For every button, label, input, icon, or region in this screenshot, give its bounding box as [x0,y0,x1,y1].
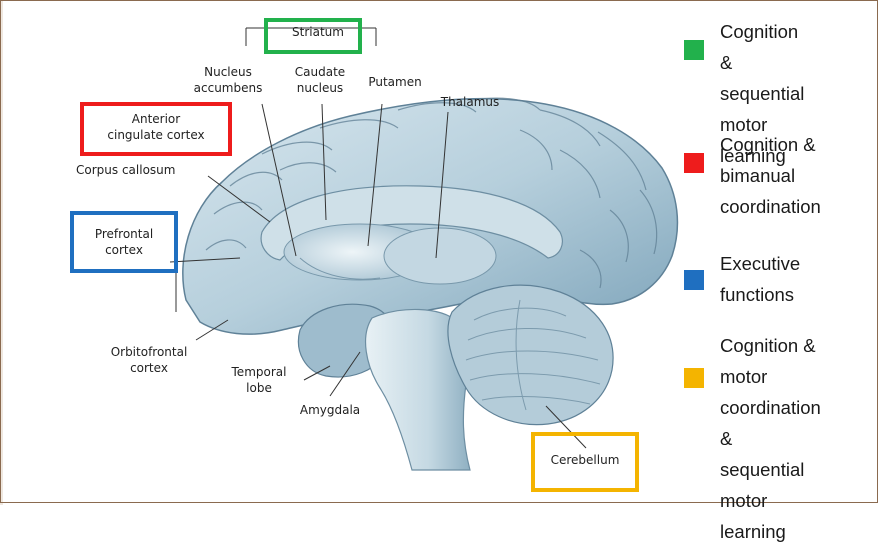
striatum-highlight-box [264,18,362,54]
label-corpus-callosum: Corpus callosum [76,162,216,178]
cerebellum-highlight-box [531,432,639,492]
legend-swatch-green [684,40,704,60]
legend-swatch-red [684,153,704,173]
label-putamen: Putamen [360,74,430,90]
legend-text-yellow: Cognition & motor coordination & sequent… [720,330,821,547]
legend-swatch-blue [684,270,704,290]
legend-text-red: Cognition & bimanual coordination [720,129,821,222]
legend-text-blue: Executive functions [720,248,800,310]
label-amygdala: Amygdala [290,402,370,418]
label-caudate-nucleus: Caudate nucleus [280,64,360,96]
legend-swatch-yellow [684,368,704,388]
label-nucleus-accumbens: Nucleus accumbens [188,64,268,96]
label-thalamus: Thalamus [430,94,510,110]
label-orbitofrontal-cortex: Orbitofrontal cortex [94,344,204,376]
prefrontal-highlight-box [70,211,178,273]
label-temporal-lobe: Temporal lobe [224,364,294,396]
thalamus-region [384,228,496,284]
anterior-cingulate-highlight-box [80,102,232,156]
